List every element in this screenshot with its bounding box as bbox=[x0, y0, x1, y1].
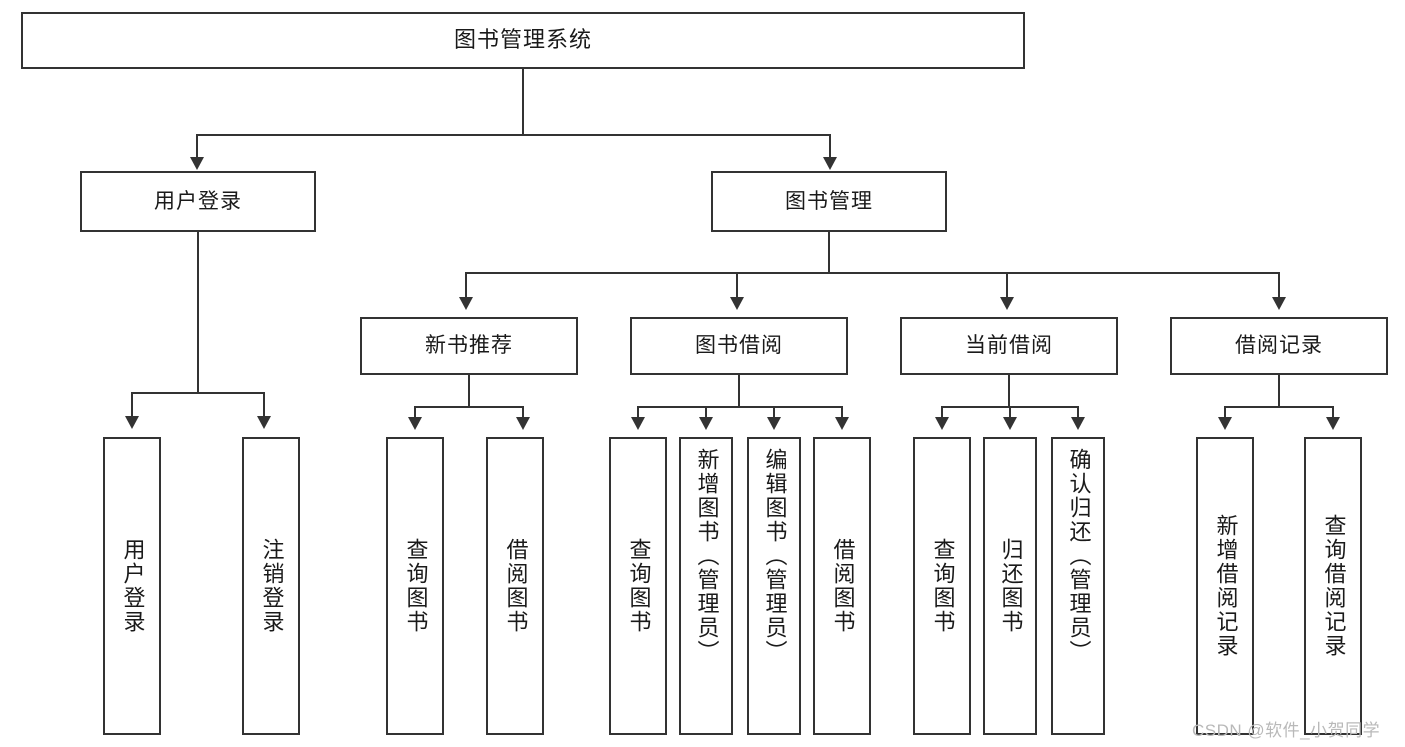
connector-level3-bus bbox=[465, 272, 1280, 274]
leaf-label: 查询图书 bbox=[626, 538, 652, 634]
leaf-label: 查询图书 bbox=[403, 538, 429, 634]
connector-to-new-book-recommend bbox=[465, 272, 467, 298]
leaf-query-book-borrow[interactable]: 查询图书 bbox=[609, 437, 667, 735]
node-label: 图书管理 bbox=[785, 189, 873, 213]
connector-root-bus bbox=[196, 134, 830, 136]
leaf-query-book-current[interactable]: 查询图书 bbox=[913, 437, 971, 735]
arrow-cb-leaf-2 bbox=[1003, 417, 1017, 430]
connector-cb-drop-1 bbox=[941, 406, 943, 418]
leaf-label: 用户登录 bbox=[120, 538, 146, 634]
connector-to-book-management bbox=[829, 134, 831, 158]
leaf-edit-book-admin[interactable]: 编辑图书（管理员） bbox=[747, 437, 801, 735]
arrow-user-login-leaf-2 bbox=[257, 416, 271, 429]
arrow-to-book-management bbox=[823, 157, 837, 170]
connector-book-borrow-bus bbox=[637, 406, 843, 408]
connector-borrow-record-stem bbox=[1278, 375, 1280, 408]
leaf-borrow-book-recommend[interactable]: 借阅图书 bbox=[486, 437, 544, 735]
leaf-label: 注销登录 bbox=[259, 538, 285, 634]
arrow-nbr-leaf-2 bbox=[516, 417, 530, 430]
node-borrow-record[interactable]: 借阅记录 bbox=[1170, 317, 1388, 375]
connector-user-login-bus bbox=[131, 392, 265, 394]
connector-bb-drop-1 bbox=[637, 406, 639, 418]
connector-user-login-stem bbox=[197, 232, 199, 394]
connector-br-drop-1 bbox=[1224, 406, 1226, 418]
connector-to-borrow-record bbox=[1278, 272, 1280, 298]
arrow-nbr-leaf-1 bbox=[408, 417, 422, 430]
arrow-bb-leaf-3 bbox=[767, 417, 781, 430]
leaf-label: 借阅图书 bbox=[830, 538, 856, 634]
node-user-login[interactable]: 用户登录 bbox=[80, 171, 316, 232]
node-label: 用户登录 bbox=[154, 189, 242, 213]
leaf-query-borrow-record[interactable]: 查询借阅记录 bbox=[1304, 437, 1362, 735]
arrow-cb-leaf-3 bbox=[1071, 417, 1085, 430]
connector-new-book-recommend-bus bbox=[414, 406, 524, 408]
arrow-bb-leaf-4 bbox=[835, 417, 849, 430]
node-label: 图书借阅 bbox=[695, 334, 783, 358]
arrow-to-user-login bbox=[190, 157, 204, 170]
connector-bb-drop-2 bbox=[705, 406, 707, 418]
connector-bb-drop-3 bbox=[773, 406, 775, 418]
node-book-borrow[interactable]: 图书借阅 bbox=[630, 317, 848, 375]
node-new-book-recommend[interactable]: 新书推荐 bbox=[360, 317, 578, 375]
csdn-watermark: CSDN @软件_小贺同学 bbox=[1192, 721, 1381, 740]
node-book-management[interactable]: 图书管理 bbox=[711, 171, 947, 232]
connector-current-borrow-stem bbox=[1008, 375, 1010, 408]
connector-nbr-drop-1 bbox=[414, 406, 416, 418]
leaf-label: 查询图书 bbox=[930, 538, 956, 634]
leaf-label: 新增借阅记录 bbox=[1213, 514, 1239, 658]
node-current-borrow[interactable]: 当前借阅 bbox=[900, 317, 1118, 375]
arrow-bb-leaf-2 bbox=[699, 417, 713, 430]
arrow-to-borrow-record bbox=[1272, 297, 1286, 310]
connector-cb-drop-3 bbox=[1077, 406, 1079, 418]
connector-user-login-drop-1 bbox=[131, 392, 133, 417]
node-book-management-system[interactable]: 图书管理系统 bbox=[21, 12, 1025, 69]
leaf-logout[interactable]: 注销登录 bbox=[242, 437, 300, 735]
leaf-add-borrow-record[interactable]: 新增借阅记录 bbox=[1196, 437, 1254, 735]
connector-to-book-borrow bbox=[736, 272, 738, 298]
connector-book-borrow-stem bbox=[738, 375, 740, 408]
leaf-label: 编辑图书（管理员） bbox=[762, 448, 788, 664]
leaf-label: 借阅图书 bbox=[503, 538, 529, 634]
arrow-bb-leaf-1 bbox=[631, 417, 645, 430]
leaf-query-book-recommend[interactable]: 查询图书 bbox=[386, 437, 444, 735]
connector-book-management-stem bbox=[828, 232, 830, 274]
connector-borrow-record-bus bbox=[1224, 406, 1334, 408]
node-label: 当前借阅 bbox=[965, 334, 1053, 358]
connector-nbr-drop-2 bbox=[522, 406, 524, 418]
node-label: 借阅记录 bbox=[1235, 334, 1323, 358]
leaf-user-login[interactable]: 用户登录 bbox=[103, 437, 161, 735]
connector-to-user-login bbox=[196, 134, 198, 158]
arrow-to-current-borrow bbox=[1000, 297, 1014, 310]
connector-to-current-borrow bbox=[1006, 272, 1008, 298]
arrow-user-login-leaf-1 bbox=[125, 416, 139, 429]
arrow-br-leaf-1 bbox=[1218, 417, 1232, 430]
leaf-label: 确认归还（管理员） bbox=[1066, 448, 1092, 664]
leaf-confirm-return-admin[interactable]: 确认归还（管理员） bbox=[1051, 437, 1105, 735]
connector-user-login-drop-2 bbox=[263, 392, 265, 417]
leaf-borrow-book[interactable]: 借阅图书 bbox=[813, 437, 871, 735]
node-label: 新书推荐 bbox=[425, 334, 513, 358]
arrow-to-new-book-recommend bbox=[459, 297, 473, 310]
arrow-br-leaf-2 bbox=[1326, 417, 1340, 430]
connector-br-drop-2 bbox=[1332, 406, 1334, 418]
connector-bb-drop-4 bbox=[841, 406, 843, 418]
connector-new-book-recommend-stem bbox=[468, 375, 470, 408]
connector-cb-drop-2 bbox=[1009, 406, 1011, 418]
arrow-to-book-borrow bbox=[730, 297, 744, 310]
arrow-cb-leaf-1 bbox=[935, 417, 949, 430]
node-label: 图书管理系统 bbox=[453, 27, 592, 53]
leaf-add-book-admin[interactable]: 新增图书（管理员） bbox=[679, 437, 733, 735]
leaf-label: 新增图书（管理员） bbox=[694, 448, 720, 664]
leaf-label: 查询借阅记录 bbox=[1321, 514, 1347, 658]
leaf-label: 归还图书 bbox=[998, 538, 1024, 634]
leaf-return-book[interactable]: 归还图书 bbox=[983, 437, 1037, 735]
connector-root-stem bbox=[522, 69, 524, 135]
